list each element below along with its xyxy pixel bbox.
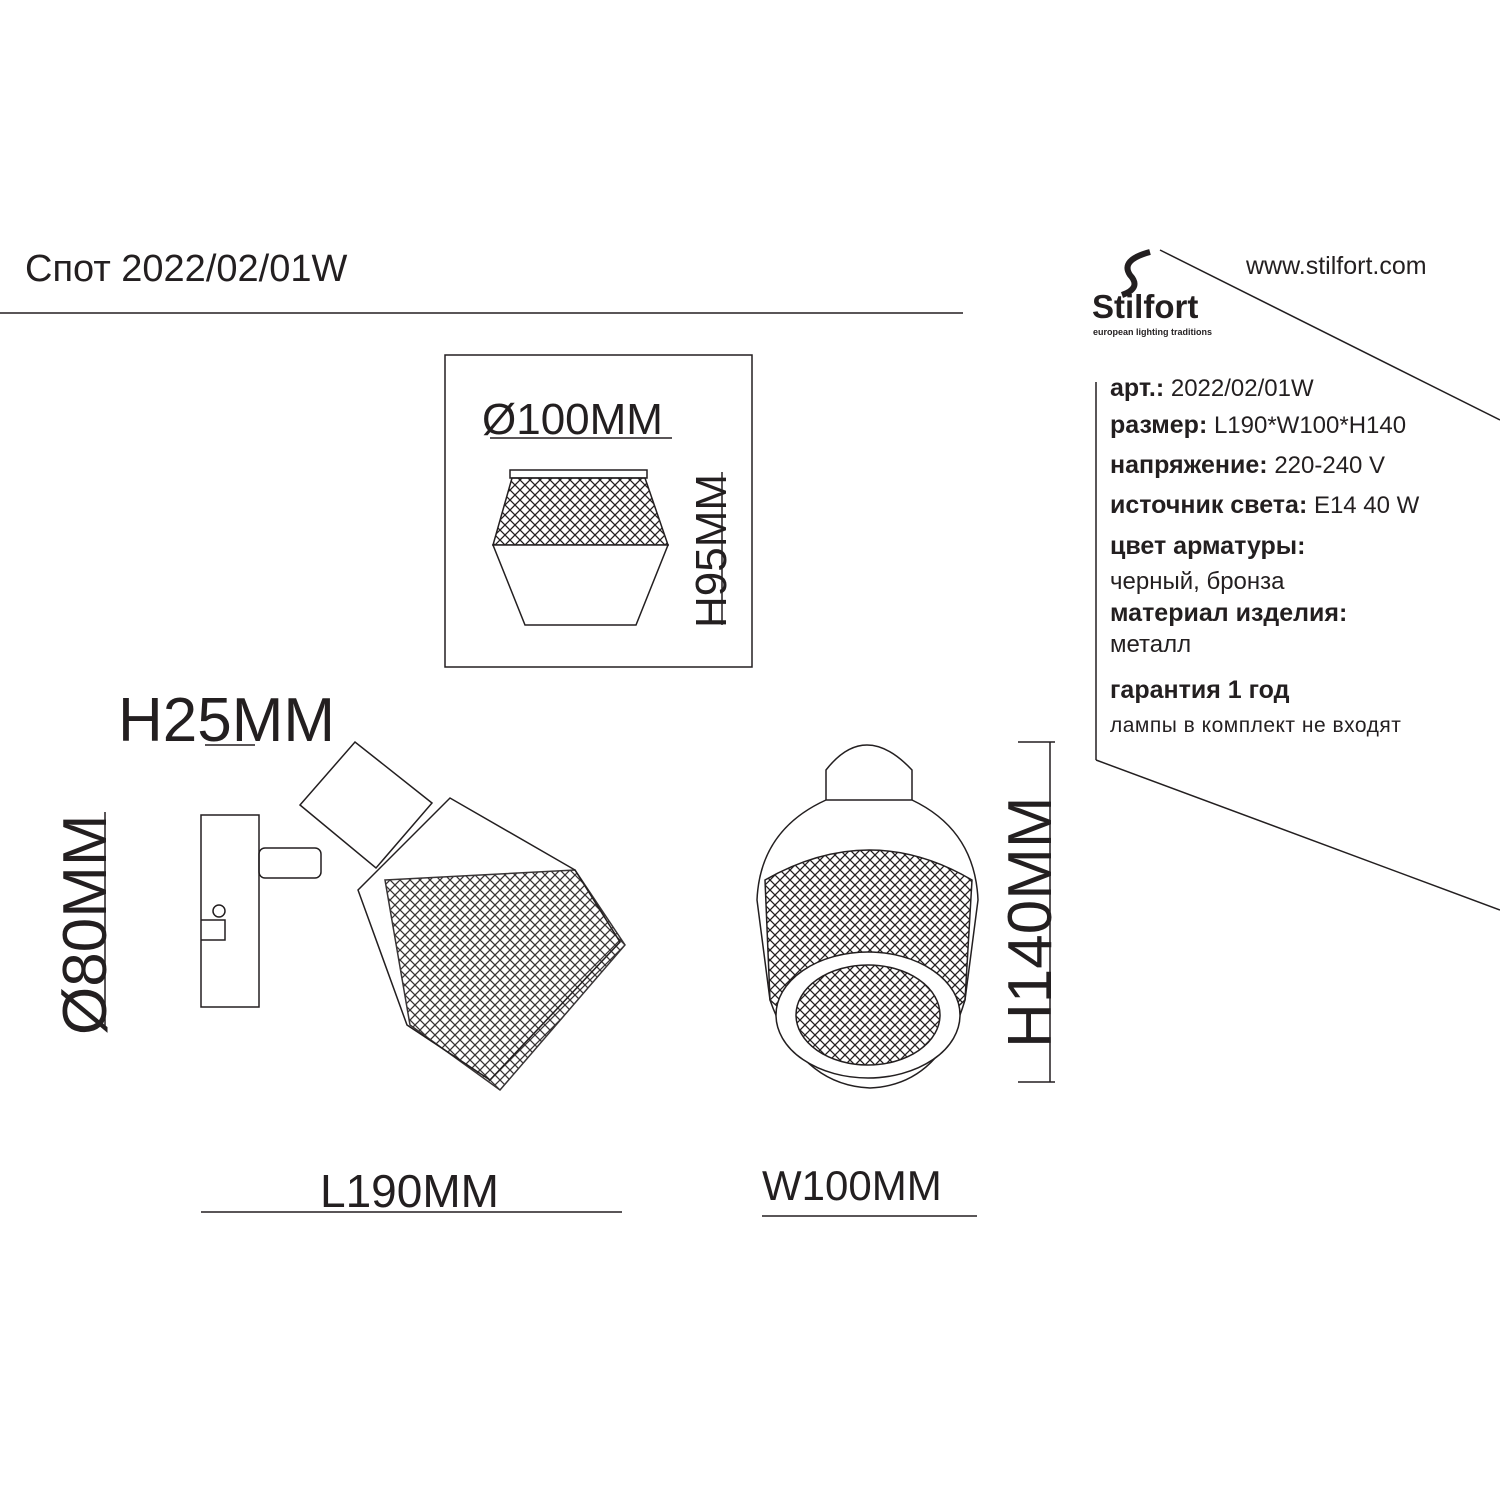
shade-detail-frame [444,354,753,668]
brand-tagline: european lighting traditions [1093,327,1212,337]
spec-material-label: материал изделия: [1110,599,1348,627]
shade-diameter-label: Ø100MM [482,395,663,444]
spec-size: размер: L190*W100*H140 [1110,411,1407,439]
total-height-label: H140MM [996,796,1065,1048]
shade-drawing [490,437,723,626]
page-title: Спот 2022/02/01W [25,248,348,290]
spec-voltage: напряжение: 220-240 V [1110,451,1386,479]
panel-divider-bottom [1095,759,1500,911]
spec-article: арт.: 2022/02/01W [1110,374,1314,402]
panel-divider-top [1159,249,1500,421]
width-label: W100MM [762,1162,942,1209]
spec-warranty: гарантия 1 год [1110,676,1290,704]
stilfort-logo-icon [1120,249,1151,298]
spec-light-source: источник света: E14 40 W [1110,491,1420,519]
base-diameter-label: Ø80MM [51,814,120,1035]
shade-height-label: H95MM [687,473,736,628]
base-height-label: H25MM [118,686,336,755]
spec-material-value: металл [1110,631,1192,658]
spec-color-value: черный, бронза [1110,568,1285,595]
brand-name: Stilfort [1092,288,1199,325]
side-view-drawing [104,740,626,1213]
spec-lamps-note: лампы в комплект не входят [1110,714,1402,737]
brand-url: www.stilfort.com [1246,252,1427,280]
spec-color-label: цвет арматуры: [1110,532,1306,560]
length-label: L190MM [320,1165,499,1217]
front-view-drawing [756,741,1055,1217]
